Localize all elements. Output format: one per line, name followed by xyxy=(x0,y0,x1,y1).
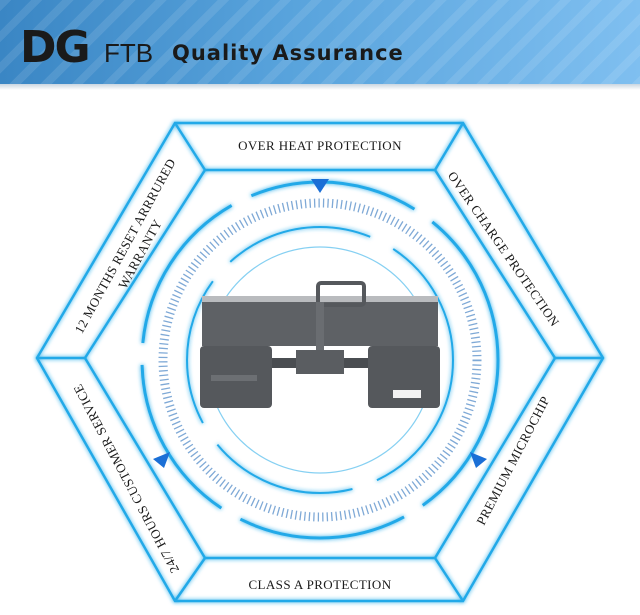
feature-class-a-protection: CLASS A PROTECTION xyxy=(248,577,391,592)
battery-product-image xyxy=(200,281,440,408)
triangle-arrow-icon xyxy=(311,179,329,193)
hexagon-spokes xyxy=(37,122,603,602)
page-title: Quality Assurance xyxy=(172,41,404,65)
feature-warranty-label: 12 MONTHS RESET ARRRURED xyxy=(71,156,178,336)
logo-sub: FTB xyxy=(104,38,154,68)
quality-hexagon-diagram: OVER HEAT PROTECTION CLASS A PROTECTION … xyxy=(35,121,605,603)
header-banner: DG FTB Quality Assurance xyxy=(0,0,640,84)
feature-customer-service: 24/7 HOURS CUSTOMER SERVICE xyxy=(70,382,182,576)
triangle-arrow-icon xyxy=(470,452,487,468)
logo-mark: DG xyxy=(20,22,91,73)
triangle-arrow-icon xyxy=(153,452,170,468)
feature-over-heat-protection: OVER HEAT PROTECTION xyxy=(238,138,402,153)
brand-logo: DG FTB xyxy=(8,22,158,74)
header-pattern xyxy=(0,0,640,84)
header-shadow xyxy=(0,84,640,90)
feature-customer-service-label: 24/7 HOURS CUSTOMER SERVICE xyxy=(70,382,182,576)
feature-warranty-line1: 12 MONTHS RESET ARRRURED xyxy=(71,156,178,336)
